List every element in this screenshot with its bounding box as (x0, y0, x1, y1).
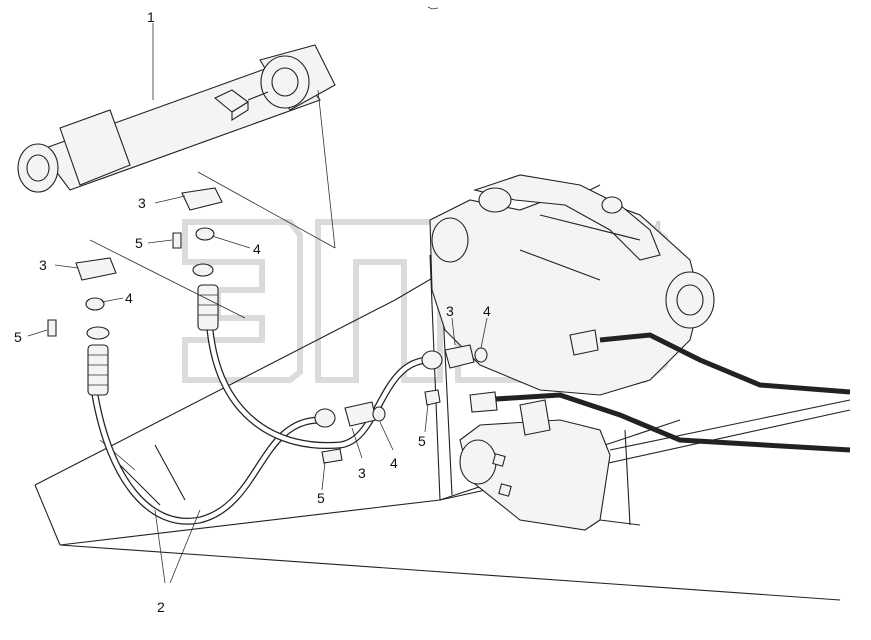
callout-3-low: 3 (358, 465, 366, 481)
hydraulic-hoses (86, 263, 851, 525)
stray-mark (427, 6, 439, 10)
fittings (47, 187, 488, 464)
callout-4-low: 4 (390, 455, 398, 471)
flange-mid (444, 344, 475, 369)
bolt-mid (424, 389, 441, 406)
callout-4-upper: 4 (253, 241, 261, 257)
callout-labels: 1 3 5 4 3 4 5 3 4 5 3 4 5 2 (14, 9, 491, 615)
callout-2: 2 (157, 599, 165, 615)
callout-5-left: 5 (14, 329, 22, 345)
hydraulic-cylinder (17, 44, 336, 193)
boom-frame (34, 174, 851, 601)
callout-3-upper: 3 (138, 195, 146, 211)
callout-3-left: 3 (39, 257, 47, 273)
callout-1: 1 (147, 9, 155, 25)
callout-5-upper: 5 (135, 235, 143, 251)
o-ring-left (85, 297, 105, 311)
leader-lines (27, 23, 488, 584)
bolt-low (321, 448, 343, 464)
bolt-left (47, 319, 57, 337)
o-ring-low (372, 406, 386, 422)
bolt-upper (172, 232, 182, 249)
flange-left (75, 257, 117, 281)
callout-5-mid: 5 (418, 433, 426, 449)
callout-4-left: 4 (125, 290, 133, 306)
callout-3-mid: 3 (446, 303, 454, 319)
o-ring-upper (195, 227, 215, 241)
o-ring-mid (474, 347, 488, 363)
callout-4-mid: 4 (483, 303, 491, 319)
callout-5-low: 5 (317, 490, 325, 506)
flange-upper (181, 187, 223, 211)
